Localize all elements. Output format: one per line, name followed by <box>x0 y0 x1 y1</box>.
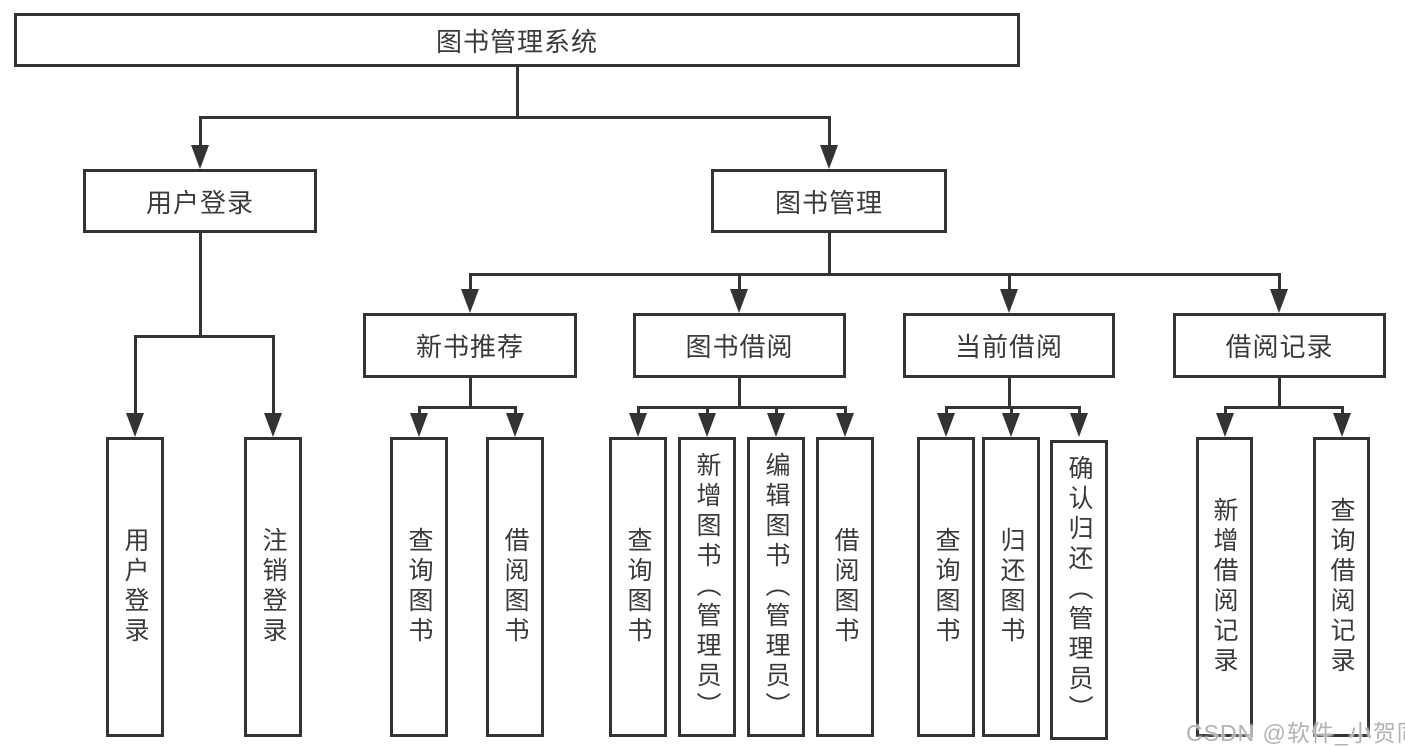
connector-shaft <box>134 335 137 415</box>
connector-shaft <box>1008 274 1011 294</box>
node-book-management: 图书管理 <box>711 169 947 233</box>
connector-shaft <box>272 335 275 415</box>
connector-shaft <box>844 406 847 418</box>
connector-stem <box>738 378 741 409</box>
node-current-borrowing: 当前借阅 <box>903 313 1115 378</box>
watermark: CSDN @软件_小贺同学 <box>1186 720 1405 746</box>
node-query-borrow-record: 查询借阅记录 <box>1313 437 1370 737</box>
arrow-down-icon <box>410 413 428 437</box>
connector-stem <box>469 378 472 409</box>
connector-shaft <box>637 406 640 418</box>
connector-rail <box>637 406 847 409</box>
arrow-down-icon <box>698 413 716 437</box>
connector-stem <box>1008 378 1011 409</box>
arrow-down-icon <box>937 413 955 437</box>
connector-user-login-rail <box>134 335 275 338</box>
node-borrow-books-recommend: 借阅图书 <box>486 437 544 737</box>
connector-stem <box>1278 378 1281 409</box>
node-library-management-system: 图书管理系统 <box>14 13 1020 67</box>
node-borrowing-records: 借阅记录 <box>1173 313 1386 378</box>
arrow-down-icon <box>1216 413 1234 437</box>
connector-rail <box>945 406 1081 409</box>
node-query-books-recommend: 查询图书 <box>390 437 448 737</box>
connector-level3-rail <box>469 273 1281 276</box>
connector-shaft <box>1078 406 1081 418</box>
arrow-down-icon <box>730 289 748 313</box>
arrow-down-icon <box>191 145 209 169</box>
connector-user-login-stem <box>199 233 202 338</box>
node-add-borrow-record: 新增借阅记录 <box>1196 437 1253 737</box>
arrow-down-icon <box>629 413 647 437</box>
connector-rail <box>418 406 517 409</box>
node-return-books: 归还图书 <box>982 437 1040 737</box>
connector-shaft <box>1010 406 1013 418</box>
connector-shaft <box>514 406 517 418</box>
connector-shaft <box>1341 406 1344 418</box>
node-borrow-books-leaf: 借阅图书 <box>816 437 874 737</box>
connector-shaft <box>775 406 778 418</box>
connector-shaft <box>1278 274 1281 294</box>
arrow-down-icon <box>1270 289 1288 313</box>
arrow-down-icon <box>820 145 838 169</box>
node-confirm-return-admin: 确认归还（管理员） <box>1050 440 1108 740</box>
connector-user-login-shaft <box>199 117 202 150</box>
connector-shaft <box>738 274 741 294</box>
connector-shaft <box>945 406 948 418</box>
connector-shaft <box>469 274 472 294</box>
connector-root-stem <box>516 67 519 117</box>
node-add-books-admin: 新增图书（管理员） <box>678 437 736 737</box>
node-book-borrowing: 图书借阅 <box>633 313 846 378</box>
arrow-down-icon <box>1070 413 1088 437</box>
connector-rail <box>1224 406 1344 409</box>
node-edit-books-admin: 编辑图书（管理员） <box>747 437 805 737</box>
connector-shaft <box>418 406 421 418</box>
arrow-down-icon <box>1000 289 1018 313</box>
connector-book-mgmt-shaft <box>828 117 831 150</box>
connector-shaft <box>706 406 709 418</box>
arrow-down-icon <box>767 413 785 437</box>
arrow-down-icon <box>506 413 524 437</box>
arrow-down-icon <box>1333 413 1351 437</box>
connector-shaft <box>1224 406 1227 418</box>
arrow-down-icon <box>264 413 282 437</box>
arrow-down-icon <box>1002 413 1020 437</box>
node-new-book-recommendation: 新书推荐 <box>363 313 577 378</box>
arrow-down-icon <box>126 413 144 437</box>
arrow-down-icon <box>836 413 854 437</box>
arrow-down-icon <box>461 289 479 313</box>
node-logout: 注销登录 <box>244 437 302 737</box>
node-query-books-current: 查询图书 <box>917 437 975 737</box>
node-user-login: 用户登录 <box>83 169 317 233</box>
node-user-login-leaf: 用户登录 <box>106 437 164 737</box>
node-query-books-borrow: 查询图书 <box>609 437 667 737</box>
connector-book-mgmt-stem <box>828 233 831 276</box>
connector-level2-rail <box>199 116 831 119</box>
